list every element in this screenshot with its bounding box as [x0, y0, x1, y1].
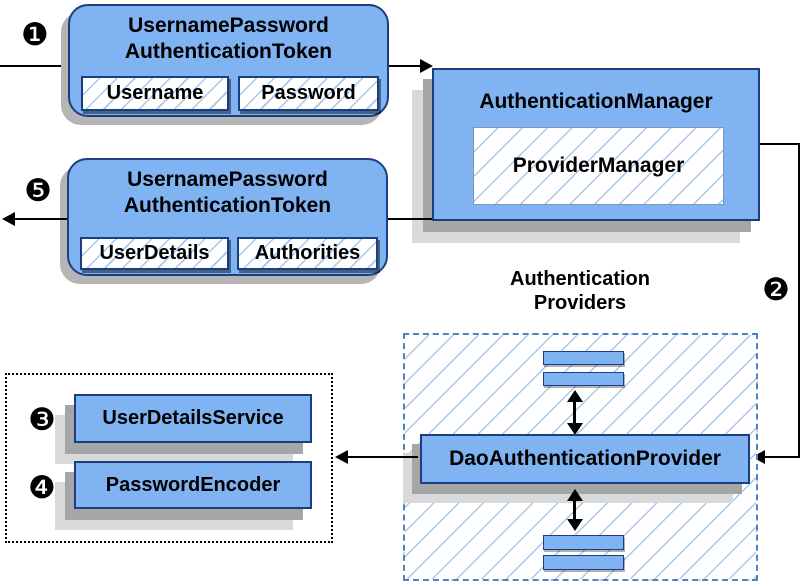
provider-stack-bar-icon [543, 535, 624, 550]
services-group-box: ❸ ❹ UserDetailsService PasswordEncoder [5, 373, 333, 543]
username-field-box: Username [81, 76, 229, 111]
double-arrow-stem [573, 399, 576, 426]
double-arrow-icon [567, 489, 583, 531]
username-password-token-result-box: UsernamePassword AuthenticationToken Use… [67, 158, 388, 276]
provider-stack-bar-icon [543, 351, 624, 365]
username-password-token-request-box: UsernamePassword AuthenticationToken Use… [68, 4, 389, 117]
step-1-badge: ❶ [21, 17, 49, 53]
provider-to-services-line [347, 456, 418, 458]
token-result-title: UsernamePassword AuthenticationToken [69, 160, 386, 219]
provider-manager-box: ProviderManager [473, 127, 724, 205]
user-details-service-box: UserDetailsService [74, 394, 312, 443]
authentication-manager-box: AuthenticationManager ProviderManager [432, 68, 760, 221]
token-to-manager-line [389, 65, 422, 67]
authentication-manager-title: AuthenticationManager [479, 90, 713, 113]
dao-authentication-provider-box: DaoAuthenticationProvider [420, 434, 750, 484]
token-request-title-line1: UsernamePassword [128, 14, 329, 37]
incoming-request-line [0, 65, 69, 67]
double-arrow-stem [573, 498, 576, 522]
provider-stack-bar-icon [543, 555, 624, 570]
password-encoder-box: PasswordEncoder [74, 461, 312, 509]
step-5-badge: ❺ [24, 173, 52, 209]
manager-to-token-result-line [388, 218, 432, 220]
user-details-field-box: UserDetails [80, 237, 229, 270]
step-3-badge: ❸ [28, 402, 56, 438]
manager-to-provider-vertical-line [798, 143, 800, 458]
token-to-manager-arrowhead-icon [420, 59, 433, 73]
double-arrow-up-head-icon [567, 390, 583, 402]
authentication-providers-label: Authentication Providers [470, 267, 690, 315]
step-2-badge: ❷ [762, 272, 790, 308]
token-result-title-line1: UsernamePassword [127, 168, 328, 191]
authentication-providers-label-line2: Providers [533, 292, 627, 314]
outgoing-result-arrowhead-icon [2, 212, 15, 226]
double-arrow-down-head-icon [567, 423, 583, 435]
manager-to-provider-bottom-line [765, 456, 800, 458]
double-arrow-icon [567, 390, 583, 435]
manager-to-provider-top-line [760, 143, 800, 145]
password-field-box: Password [238, 76, 379, 111]
double-arrow-up-head-icon [567, 489, 583, 501]
provider-stack-bar-icon [543, 372, 624, 386]
token-result-title-line2: AuthenticationToken [123, 194, 332, 217]
authentication-providers-label-line1: Authentication [510, 268, 650, 290]
authentication-providers-group-box: DaoAuthenticationProvider [403, 333, 758, 581]
token-request-title-line2: AuthenticationToken [124, 40, 333, 63]
outgoing-result-line [14, 218, 67, 220]
authorities-field-box: Authorities [237, 237, 378, 270]
step-4-badge: ❹ [28, 470, 56, 506]
token-request-title: UsernamePassword AuthenticationToken [70, 6, 387, 65]
provider-to-services-arrowhead-icon [335, 450, 348, 464]
double-arrow-down-head-icon [567, 519, 583, 531]
